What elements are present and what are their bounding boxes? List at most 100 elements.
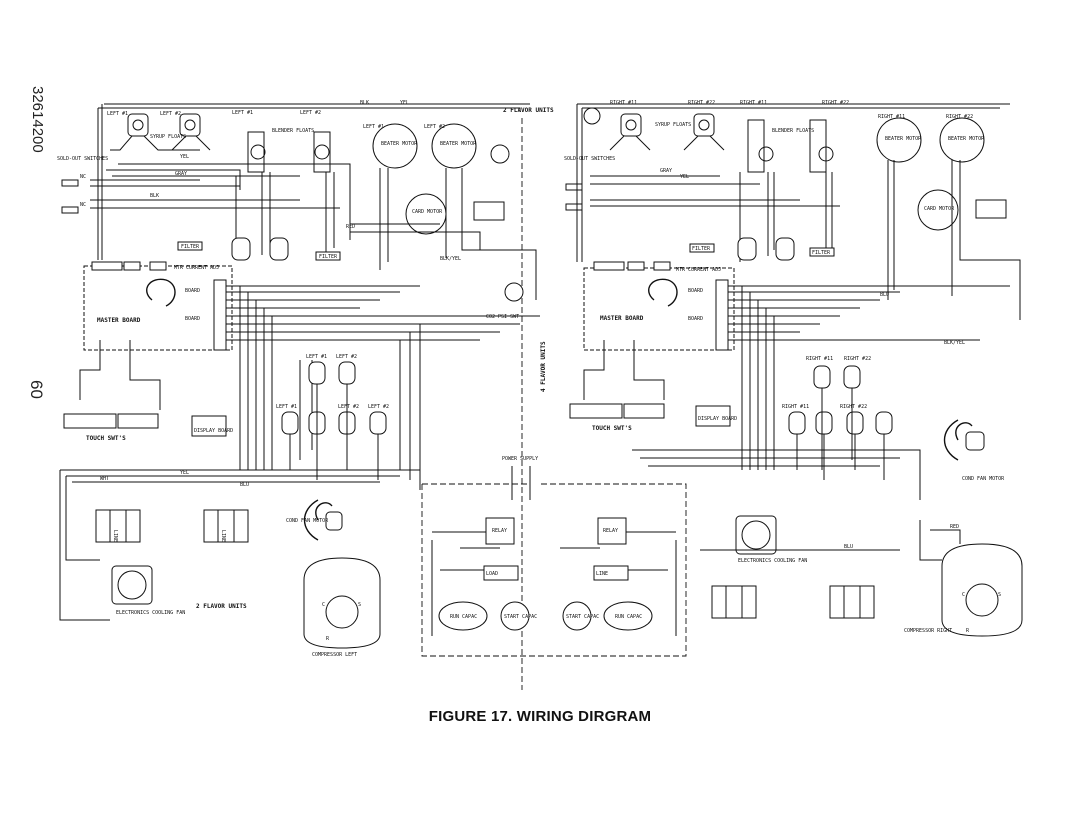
label-line-left-1: LINE (112, 530, 118, 542)
sol-right-b (775, 237, 795, 261)
master-board-left (83, 265, 233, 351)
transformer-left-1 (95, 509, 141, 543)
harness-left-a (90, 104, 340, 260)
float-wires-left (110, 135, 211, 151)
label-board-right-1: BOARD (688, 288, 703, 294)
label-left2-a: LEFT #2 (160, 111, 181, 117)
label-board-right-2: BOARD (688, 316, 703, 322)
label-card-motor-right: CARD MOTOR (924, 206, 955, 212)
transformer-right-1 (711, 585, 757, 619)
blender-float-right-2 (809, 119, 827, 173)
harness-left-b (106, 163, 351, 240)
label-right11-b: RIGHT #11 (740, 100, 767, 106)
label-compressor-left: COMPRESSOR LEFT (312, 652, 357, 658)
wire-label-red-left: RED (346, 224, 355, 230)
label-mtr-current-left: MTR CURRENT ADJ (174, 265, 219, 271)
label-syrup-sol-left-2: LEFT #2 (338, 404, 359, 410)
harness-left-c (235, 172, 335, 260)
label-electronics-fan-right: ELECTRONICS COOLING FAN (738, 558, 807, 564)
label-card-motor-left: CARD MOTOR (412, 209, 443, 215)
run-capacitor-right (603, 601, 653, 631)
wire-label-yel-left: YEL (180, 154, 189, 160)
compressor-right (941, 543, 1023, 637)
blender-float-left-2 (313, 131, 331, 173)
solenoid-wires-right (796, 388, 885, 480)
label-left1-b: LEFT #1 (232, 110, 253, 116)
label-right1-a: RIGHT #11 (610, 100, 637, 106)
label-relay-right: RELAY (603, 528, 618, 534)
ribbon-right (583, 340, 665, 400)
run-capacitor-left (438, 601, 488, 631)
wire-label-blk-top: BLK (360, 100, 369, 106)
start-capacitor-left (500, 601, 530, 631)
label-right11-d: RIGHT #11 (806, 356, 833, 362)
label-co2-psi-swt: CO2 PSI SWT (486, 314, 519, 320)
solenoid-bank-right (788, 365, 893, 435)
label-right11-c: RIGHT #11 (878, 114, 905, 120)
solenoid-bank-left (281, 361, 387, 435)
label-2-flavor-units-bottom: 2 FLAVOR UNITS (196, 603, 247, 610)
label-right22-b: RIGHT #22 (822, 100, 849, 106)
display-board-left (191, 415, 227, 437)
label-power-supply: POWER SUPPLY (502, 456, 538, 462)
label-mtr-current-right: MTR CURRENT ADJ (676, 267, 721, 273)
compressor-feed-right (700, 520, 961, 561)
label-compressor-right: COMPRESSOR RIGHT (904, 628, 952, 634)
sold-out-switch-right-1 (565, 183, 583, 191)
harness-left-e (350, 223, 481, 250)
syrup-float-right-1 (620, 113, 642, 137)
label-s-left: S (358, 602, 361, 608)
label-sold-out-right: SOLD-OUT SWITCHES (564, 156, 615, 162)
label-right22-e: RIGHT #22 (840, 404, 867, 410)
connector-left-c (149, 261, 167, 271)
label-line-left-2: LINE (220, 530, 226, 542)
sol-left-b (269, 237, 289, 261)
harness-board-left-c (299, 324, 421, 490)
label-start-capac-left: START CAPAC (504, 614, 537, 620)
pot-right (648, 278, 678, 307)
harness-right-a (576, 104, 840, 262)
filter-right-2 (809, 247, 835, 257)
power-bus-left-2 (59, 470, 110, 621)
touch-switch-panel-right-2 (623, 403, 665, 419)
card-switch-left (473, 201, 505, 221)
power-supply-leads (511, 466, 531, 500)
top-bus-right (577, 103, 1010, 109)
display-board-right (695, 405, 731, 427)
sol-right-a (737, 237, 757, 261)
label-cond-fan-right: COND FAN MOTOR (962, 476, 1005, 482)
wire-label-wht-lower-left: WHT (100, 476, 109, 482)
harness-board-left-a (226, 285, 540, 341)
label-start-capac-right: START CAPAC (566, 614, 599, 620)
label-nc-left-1: NC (80, 174, 86, 180)
label-4-flavor-units: 4 FLAVOR UNITS (540, 341, 547, 392)
wire-label-blu-lower-left: BLU (240, 482, 249, 488)
label-board-left-2: BOARD (185, 316, 200, 322)
label-r-right: R (966, 628, 970, 634)
connector-left-a (91, 261, 123, 271)
label-right22-d: RIGHT #22 (844, 356, 871, 362)
label-r-left: R (326, 636, 330, 642)
blender-float-right-1 (747, 119, 765, 173)
blender-switch-left-1 (250, 144, 266, 160)
co2-psi-switch-top (490, 144, 510, 164)
relay-left (485, 517, 515, 545)
relay-wires-left (431, 531, 500, 636)
label-sold-out-left: SOLD-OUT SWITCHES (57, 156, 108, 162)
transformer-left-2 (203, 509, 249, 543)
filter-left-2 (315, 251, 341, 261)
wire-label-blkyel-right: BLK/YEL (944, 340, 965, 346)
label-beater-motor-right-2: BEATER MOTOR (948, 136, 985, 142)
connector-right-side (715, 279, 729, 351)
power-bus-left (60, 469, 421, 490)
fan-blade-left (117, 570, 147, 600)
beater-motor-right-1 (876, 117, 922, 163)
top-bus-wire (98, 107, 521, 112)
label-load-left: LOAD (486, 571, 498, 577)
touch-switch-panel-right (569, 403, 623, 419)
label-touch-swts-left: TOUCH SWT'S (86, 435, 126, 442)
label-display-board-left: DISPLAY BOARD (194, 428, 233, 434)
wire-label-yel-lower-left: YEL (180, 470, 189, 476)
label-filter-right-1: FILTER (692, 246, 711, 252)
